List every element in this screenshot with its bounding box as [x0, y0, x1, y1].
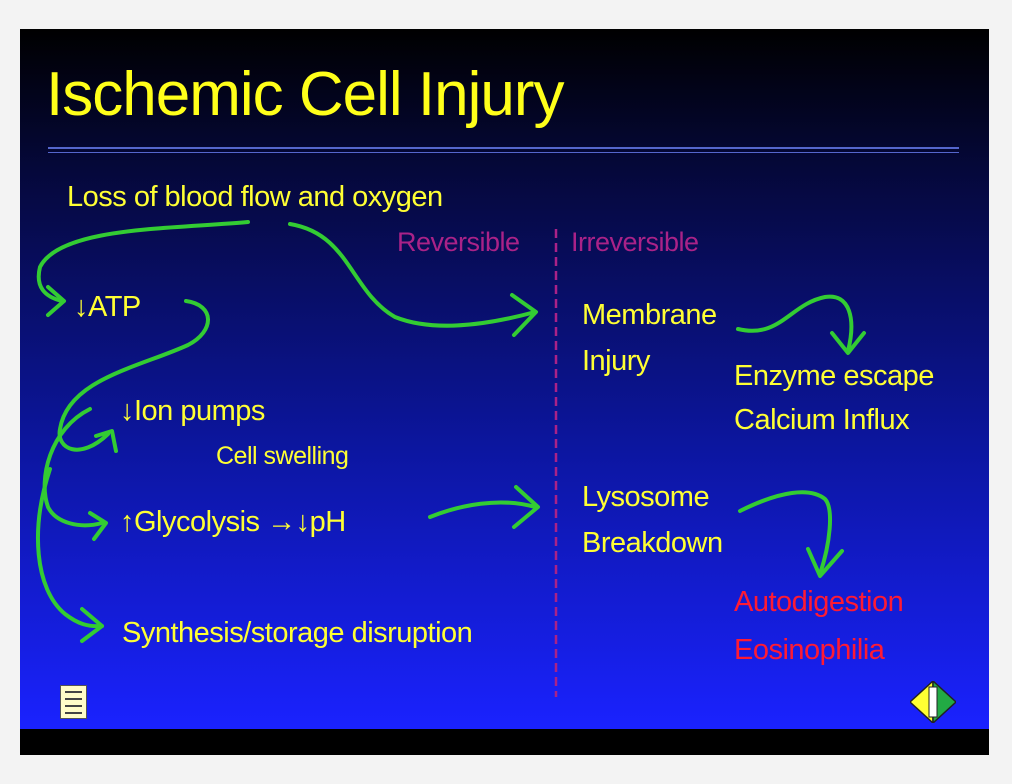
- arrowhead-atp: [46, 285, 66, 317]
- cell-swelling-label: Cell swelling: [216, 442, 349, 470]
- navigation-icon[interactable]: [910, 681, 956, 723]
- slide-bottom-bar: [20, 729, 989, 755]
- lysosome-label-line1: Lysosome: [582, 481, 710, 513]
- reversible-label: Reversible: [397, 227, 520, 257]
- arrow-cause-to-membrane: [288, 222, 537, 328]
- arrowhead-lysosome: [512, 485, 540, 529]
- arrowhead-autodigestion: [806, 547, 844, 578]
- arrowhead-membrane: [510, 293, 538, 337]
- glycolysis-label: ↑Glycolysis →↓pH: [120, 506, 346, 538]
- synthesis-label: Synthesis/storage disruption: [122, 617, 473, 649]
- arrow-lysosome-to-autodigestion: [738, 490, 832, 576]
- membrane-label-line2: Injury: [582, 345, 650, 377]
- lysosome-label-line2: Breakdown: [582, 527, 723, 559]
- enzyme-escape-label: Enzyme escape: [734, 360, 934, 392]
- arrowhead-enzyme: [830, 331, 866, 355]
- title-rule-thin: [48, 152, 959, 153]
- cause-label: Loss of blood flow and oxygen: [67, 181, 443, 213]
- flow-arrows: [36, 220, 866, 697]
- membrane-label-line1: Membrane: [582, 299, 717, 331]
- arrow-cause-to-atp: [36, 220, 250, 303]
- eosinophilia-label: Eosinophilia: [734, 634, 885, 666]
- ion-pumps-label: ↓Ion pumps: [120, 395, 265, 427]
- arrowhead-glycolysis: [88, 511, 108, 541]
- arrow-ph-to-lysosome: [428, 500, 537, 519]
- arrow-to-synthesis: [36, 467, 104, 629]
- notes-icon[interactable]: [60, 685, 87, 719]
- arrow-to-glycolysis: [42, 407, 104, 528]
- arrow-membrane-to-enzyme: [736, 294, 854, 353]
- arrowhead-ion-pumps: [94, 429, 118, 453]
- autodigestion-label: Autodigestion: [734, 586, 904, 618]
- title-rule: [48, 147, 959, 149]
- slide: Ischemic Cell Injury: [20, 29, 989, 755]
- slide-title: Ischemic Cell Injury: [46, 60, 564, 129]
- irreversible-label: Irreversible: [571, 227, 699, 257]
- slide-background: [20, 29, 989, 729]
- calcium-influx-label: Calcium Influx: [734, 404, 910, 436]
- atp-label: ↓ATP: [74, 291, 141, 323]
- arrow-atp-branch: [57, 299, 210, 452]
- arrowhead-synthesis: [80, 607, 104, 643]
